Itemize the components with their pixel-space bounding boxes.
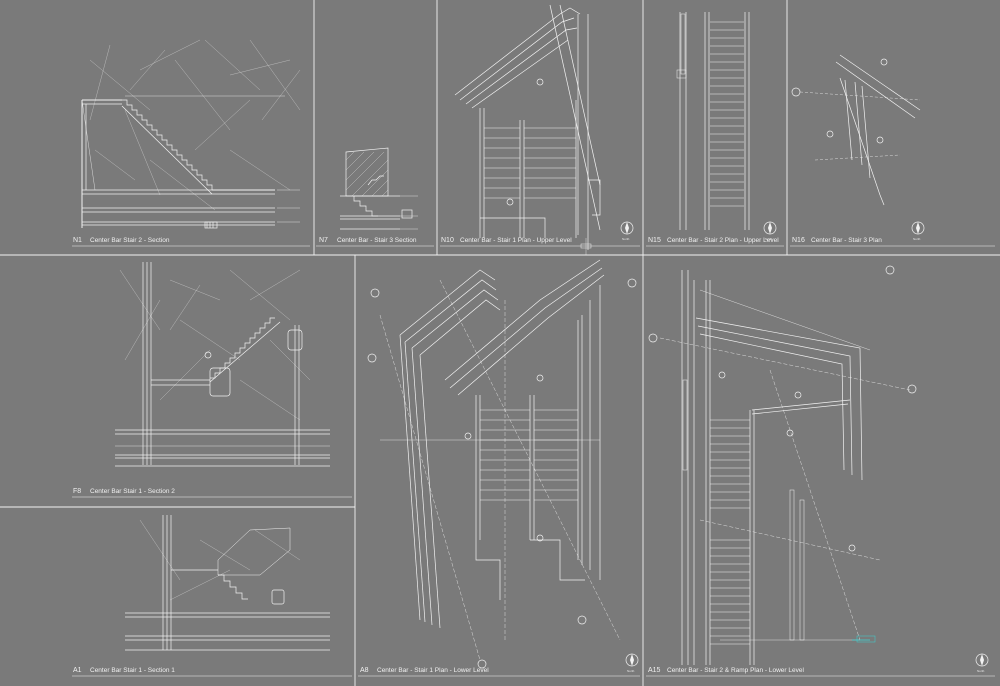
north-label-n15: North — [765, 237, 773, 241]
view-a1-section-drawing — [125, 515, 330, 651]
view-n10-plan-drawing — [454, 4, 634, 255]
view-a8-plan-drawing — [367, 259, 639, 669]
north-label-a15: North — [977, 669, 985, 673]
north-label-a8: North — [627, 669, 635, 673]
view-a15-title: Center Bar - Stair 2 & Ramp Plan - Lower… — [667, 667, 804, 674]
north-label-n16: North — [913, 237, 921, 241]
view-f8-id: F8 — [73, 488, 82, 495]
view-a8-id: A8 — [360, 667, 369, 674]
view-n1-id: N1 — [73, 237, 82, 244]
view-a15-plan-drawing — [648, 265, 989, 667]
view-n15-plan-drawing — [676, 12, 777, 235]
view-n1-section-drawing — [81, 39, 301, 229]
view-n16-id: N16 — [792, 237, 805, 244]
view-a8-title: Center Bar - Stair 1 Plan - Lower Level — [377, 667, 489, 674]
view-n1-title: Center Bar Stair 2 - Section — [90, 237, 170, 244]
view-n15-title: Center Bar - Stair 2 Plan - Upper Level — [667, 237, 779, 244]
view-n16-plan-drawing — [791, 54, 925, 235]
view-f8-title: Center Bar Stair 1 - Section 2 — [90, 488, 175, 495]
title-bars — [72, 245, 995, 677]
view-n10-id: N10 — [441, 237, 454, 244]
view-n7-id: N7 — [319, 237, 328, 244]
view-a1-title: Center Bar Stair 1 - Section 1 — [90, 667, 175, 674]
view-a15-id: A15 — [648, 667, 661, 674]
view-n10-title: Center Bar - Stair 1 Plan - Upper Level — [460, 237, 572, 244]
view-f8-section-drawing — [115, 262, 330, 467]
view-n7-section-drawing — [340, 147, 418, 230]
view-n16-title: Center Bar - Stair 3 Plan — [811, 237, 882, 244]
north-label-n10: North — [622, 237, 630, 241]
view-n15-id: N15 — [648, 237, 661, 244]
view-n7-title: Center Bar - Stair 3 Section — [337, 237, 417, 244]
view-a1-id: A1 — [73, 667, 82, 674]
